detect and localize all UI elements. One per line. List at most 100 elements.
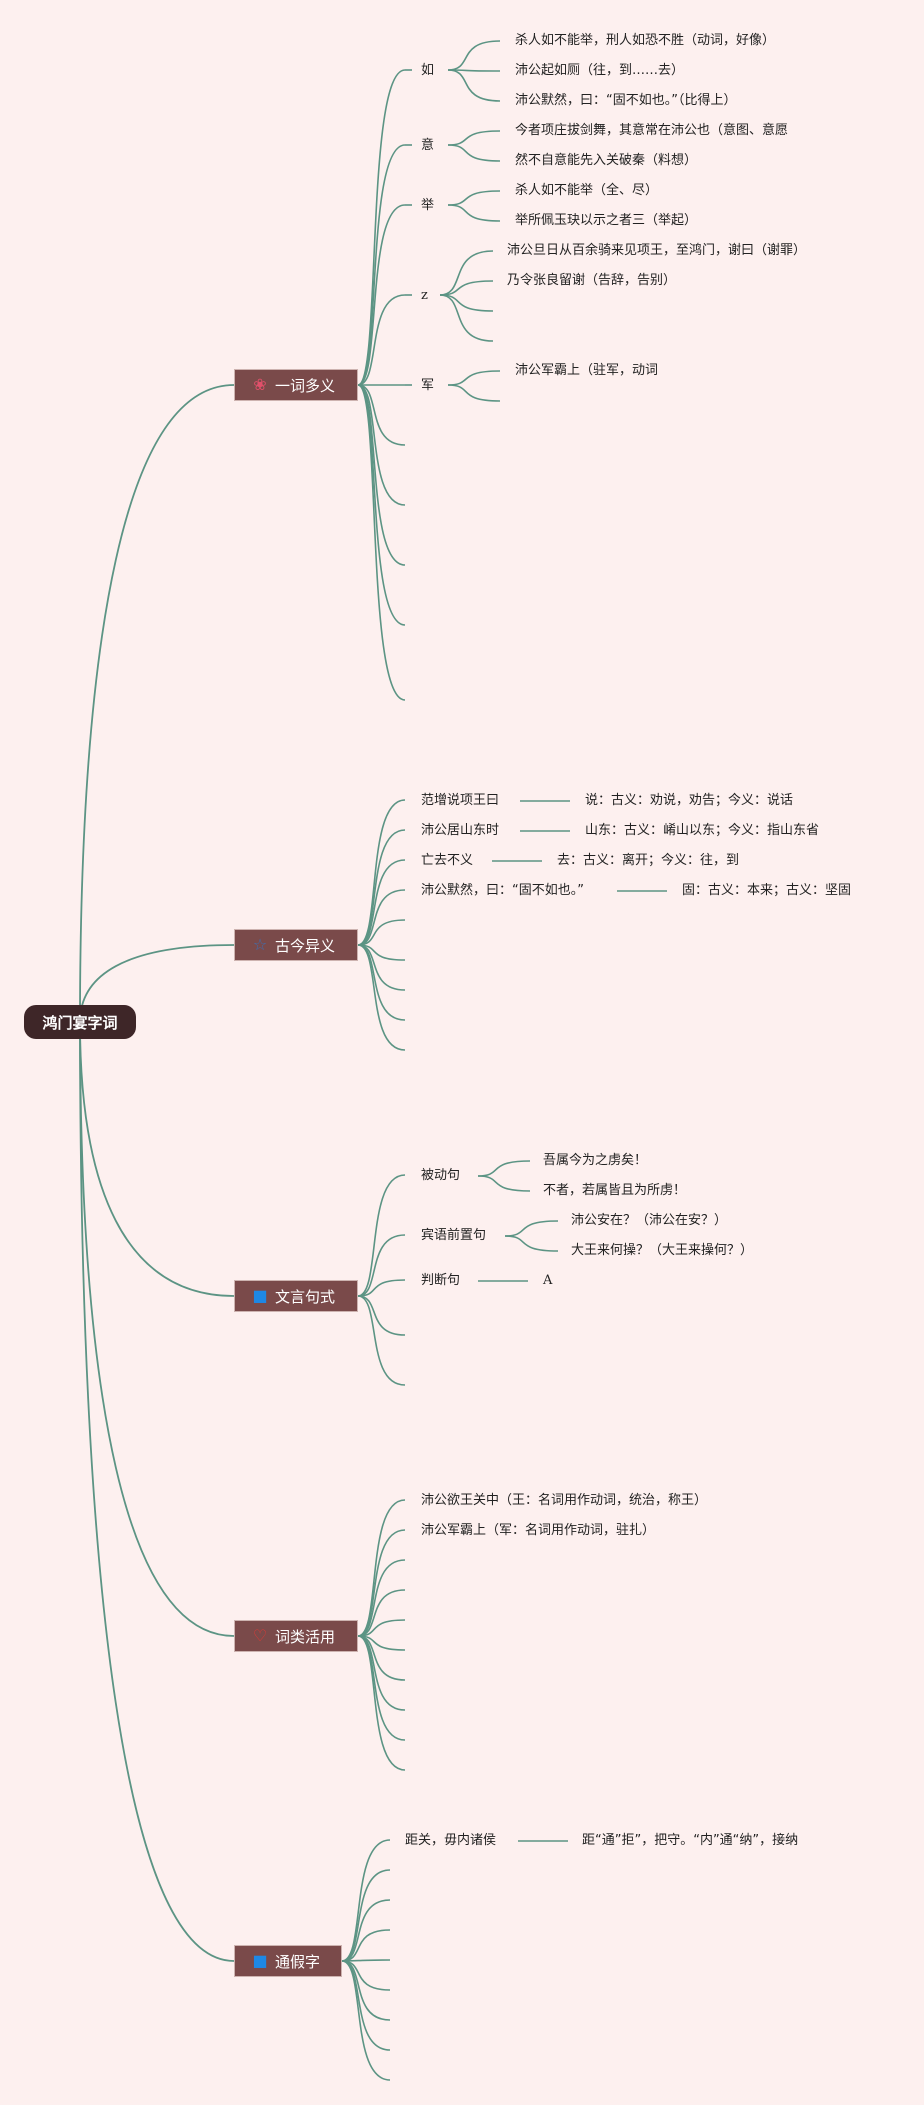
connector-line: [357, 1295, 406, 1386]
example-text: 沛公默然，曰：“固不如也。”（比得上）: [515, 93, 737, 108]
example-text: 今者项庄拔剑舞，其意常在沛公也（意图、意愿: [515, 123, 789, 138]
connector-line: [447, 130, 501, 146]
example-text: 沛公安在？（沛公在安？）: [571, 1213, 728, 1228]
connector-line: [357, 1619, 406, 1637]
connector-line: [341, 1869, 391, 1962]
connector-line: [357, 384, 406, 701]
root-label: 鸿门宴字词: [42, 1013, 118, 1032]
example-text: 然不自意能先入关破秦（料想）: [515, 153, 698, 168]
connector-line: [447, 40, 501, 71]
connector-line: [357, 829, 406, 946]
heart-icon: ♡: [252, 1626, 268, 1645]
connector-line: [357, 384, 406, 566]
connector-line: [357, 1559, 406, 1637]
connector-line: [447, 190, 501, 206]
connector-line: [357, 1589, 406, 1637]
connector-line: [357, 1174, 406, 1297]
connector-line: [341, 1960, 391, 2021]
example-text: 杀人如不能举，刑人如恐不胜（动词，好像）: [515, 33, 776, 48]
branch-yici-duoyi[interactable]: ❀ 一词多义: [234, 369, 358, 401]
connector-line: [357, 69, 406, 386]
meaning-text: 去：古义：离开；今义：往，到: [557, 853, 740, 868]
word-jun: 军: [421, 378, 435, 393]
sentence-text: 范增说项王曰: [421, 793, 500, 808]
connector-line: [447, 204, 501, 222]
star-icon: ☆: [252, 935, 268, 954]
meaning-text: 山东：古义：崤山以东；今义：指山东省: [585, 823, 820, 838]
example-text: 举所佩玉玦以示之者三（举起）: [515, 213, 698, 228]
connector-line: [477, 1175, 531, 1192]
example-text: 乃令张良留谢（告辞，告别）: [507, 273, 677, 288]
meaning-text: 固：古义：本来；古义：坚固: [682, 883, 852, 898]
connector-line: [357, 1529, 406, 1637]
sentence-text: 距关，毋内诸侯: [405, 1833, 497, 1848]
connector-line: [357, 294, 406, 386]
branch-label: 一词多义: [275, 376, 336, 395]
branch-label: 通假字: [275, 1952, 321, 1971]
connector-line: [357, 384, 406, 446]
example-text: 沛公军霸上（军：名词用作动词，驻扎）: [421, 1523, 656, 1538]
example-text: 吾属今为之虏矣！: [543, 1153, 648, 1168]
example-text: 不者，若属皆且为所虏！: [543, 1183, 687, 1198]
example-text: 沛公起如厕（往，到……去）: [515, 63, 685, 78]
word-z: z: [421, 288, 428, 303]
connector-line: [357, 944, 406, 1051]
square-icon: ■: [252, 1286, 268, 1305]
sentence-type: 判断句: [421, 1273, 461, 1288]
connector-line: [477, 1160, 531, 1177]
connector-line: [439, 250, 494, 296]
connector-line: [341, 1929, 391, 1962]
sentence-text: 亡去不义: [421, 853, 474, 868]
word-yi: 意: [421, 138, 435, 153]
connector-line: [357, 1635, 406, 1741]
connector-line: [357, 889, 406, 946]
connector-line: [447, 69, 501, 102]
branch-label: 词类活用: [275, 1627, 336, 1646]
connector-line: [357, 1635, 406, 1771]
example-text: 大王来何操？（大王来操何？）: [571, 1243, 754, 1258]
connector-line: [357, 944, 406, 991]
branch-tongjiazi[interactable]: ■ 通假字: [234, 1945, 342, 1977]
sentence-type: 被动句: [421, 1168, 461, 1183]
connector-line: [357, 1499, 406, 1637]
connector-line: [504, 1235, 559, 1252]
connector-line: [357, 384, 406, 506]
example-text: 沛公军霸上（驻军，动词: [515, 363, 659, 378]
connector-line: [341, 1960, 391, 2081]
connector-line: [357, 859, 406, 946]
flower-icon: ❀: [253, 375, 267, 394]
example-text: 沛公旦日从百余骑来见项王，至鸿门，谢曰（谢罪）: [507, 243, 807, 258]
meaning-text: 距“通”拒”，把守。“内”通“纳”，接纳: [582, 1833, 799, 1848]
root-node[interactable]: 鸿门宴字词: [24, 1005, 136, 1039]
connector-line: [341, 1899, 391, 1962]
branch-label: 古今异义: [275, 936, 336, 955]
connector-line: [439, 280, 494, 296]
connector-line: [357, 1234, 406, 1297]
connector-line: [447, 144, 501, 162]
connector-line: [504, 1220, 559, 1237]
connector-line: [341, 1839, 391, 1962]
connector-line: [447, 69, 501, 72]
connector-line: [357, 919, 406, 946]
branch-gujin-yiyi[interactable]: ☆ 古今异义: [234, 929, 358, 961]
connector-line: [447, 370, 501, 386]
example-text: 沛公欲王关中（王：名词用作动词，统治，称王）: [421, 1493, 708, 1508]
example-text: A: [543, 1273, 553, 1288]
sentence-text: 沛公居山东时: [421, 823, 500, 838]
connector-line: [447, 384, 501, 402]
branch-label: 文言句式: [275, 1287, 336, 1306]
connector-line: [357, 799, 406, 946]
connector-line: [439, 294, 494, 342]
square-icon: ■: [252, 1951, 268, 1970]
branch-cilei-huoyong[interactable]: ♡ 词类活用: [234, 1620, 358, 1652]
connector-line: [357, 144, 406, 386]
sentence-text: 沛公默然，曰：“固不如也。”: [421, 883, 584, 898]
connector-line: [341, 1959, 391, 1962]
word-ru: 如: [421, 63, 435, 78]
connector-line: [357, 1295, 406, 1336]
root-connector: [79, 1021, 235, 1962]
root-connector: [79, 1021, 235, 1297]
branch-wenyan-jushi[interactable]: ■ 文言句式: [234, 1280, 358, 1312]
connector-line: [357, 384, 406, 626]
